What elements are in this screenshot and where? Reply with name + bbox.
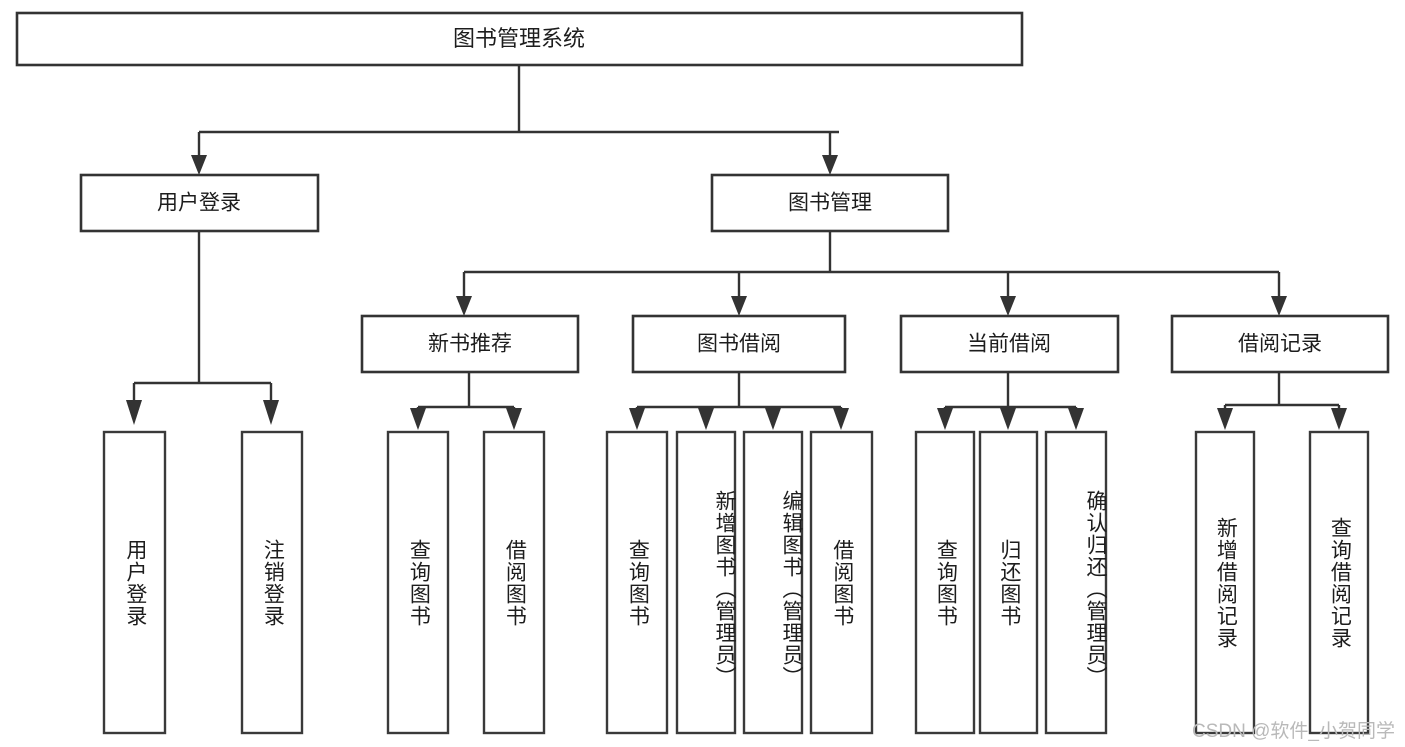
arrow-leaf-4 xyxy=(506,408,522,430)
label-leaf-borrow-book-1: 借阅图书 xyxy=(503,538,527,627)
arrow-leaf-11 xyxy=(1068,408,1084,430)
arrow-leaf-9 xyxy=(937,408,953,430)
label-leaf-user-login: 用户登录 xyxy=(123,538,147,627)
node-box-leaf-borrow-book-1[interactable] xyxy=(482,430,546,735)
node-box-leaf-user-login[interactable] xyxy=(102,430,167,735)
node-box-leaf-add-book[interactable] xyxy=(675,430,737,735)
node-box-book-manage[interactable] xyxy=(710,173,950,233)
arrow-leaf-13 xyxy=(1331,408,1347,430)
label-leaf-query-book-3: 查询图书 xyxy=(934,538,958,627)
arrow-leaf-7 xyxy=(765,408,781,430)
node-box-user-login[interactable] xyxy=(79,173,320,233)
connector-group-current-borrow-leaves xyxy=(937,372,1084,430)
arrow-leaf-1 xyxy=(126,400,142,425)
arrow-leaf-12 xyxy=(1217,408,1233,430)
arrow-to-borrow-record xyxy=(1271,296,1287,316)
label-book-borrow: 图书借阅 xyxy=(697,333,781,356)
connector-group-book-manage-to-level2 xyxy=(456,231,1287,316)
arrow-to-user-login xyxy=(191,155,207,175)
node-box-leaf-logout[interactable] xyxy=(240,430,304,735)
label-leaf-query-record: 查询借阅记录 xyxy=(1328,516,1352,649)
label-current-borrow: 当前借阅 xyxy=(967,333,1051,356)
label-user-login: 用户登录 xyxy=(157,192,241,215)
arrow-leaf-6 xyxy=(698,408,714,430)
arrow-leaf-2 xyxy=(263,400,279,425)
node-box-leaf-add-record[interactable] xyxy=(1194,430,1256,735)
label-leaf-add-record: 新增借阅记录 xyxy=(1214,516,1238,649)
label-leaf-query-book-1: 查询图书 xyxy=(407,538,431,627)
node-box-new-book-recommend[interactable] xyxy=(360,314,580,374)
arrow-to-book-manage xyxy=(822,155,838,175)
label-leaf-logout: 注销登录 xyxy=(261,538,285,627)
node-box-leaf-query-book-3[interactable] xyxy=(914,430,976,735)
label-book-manage: 图书管理 xyxy=(788,192,872,215)
arrow-leaf-5 xyxy=(629,408,645,430)
node-box-leaf-return-book[interactable] xyxy=(978,430,1039,735)
node-box-current-borrow[interactable] xyxy=(899,314,1120,374)
label-leaf-confirm-return: 确认归还（管理员） xyxy=(1084,489,1107,688)
arrow-leaf-8 xyxy=(833,408,849,430)
arrow-leaf-10 xyxy=(1000,408,1016,430)
node-box-leaf-edit-book[interactable] xyxy=(742,430,804,735)
label-leaf-edit-book: 编辑图书（管理员） xyxy=(780,489,803,688)
label-leaf-query-book-2: 查询图书 xyxy=(626,538,650,627)
csdn-watermark: CSDN @软件_小贺同学 xyxy=(1192,721,1395,742)
label-leaf-return-book: 归还图书 xyxy=(997,538,1021,627)
label-leaf-borrow-book-2: 借阅图书 xyxy=(830,538,854,627)
node-box-leaf-confirm-return[interactable] xyxy=(1044,430,1108,735)
label-new-book-recommend: 新书推荐 xyxy=(428,333,512,356)
label-leaf-add-book: 新增图书（管理员） xyxy=(713,489,736,688)
arrow-leaf-3 xyxy=(410,408,426,430)
connector-group-root-to-level1 xyxy=(191,66,839,175)
node-box-root[interactable] xyxy=(15,11,1024,67)
connector-group-user-login-leaves xyxy=(126,231,279,425)
connector-group-new-book-leaves xyxy=(410,372,522,430)
connector-group-book-borrow-leaves xyxy=(629,372,849,430)
arrow-to-current-borrow xyxy=(1000,296,1016,316)
node-box-borrow-record[interactable] xyxy=(1170,314,1390,374)
node-box-leaf-query-record[interactable] xyxy=(1308,430,1370,735)
label-borrow-record: 借阅记录 xyxy=(1238,333,1322,356)
arrow-to-new-book xyxy=(456,296,472,316)
node-box-leaf-borrow-book-2[interactable] xyxy=(809,430,874,735)
node-box-leaf-query-book-2[interactable] xyxy=(605,430,669,735)
connector-group-borrow-record-leaves xyxy=(1217,372,1347,430)
node-box-book-borrow[interactable] xyxy=(631,314,847,374)
arrow-to-book-borrow xyxy=(731,296,747,316)
label-root: 图书管理系统 xyxy=(453,26,585,51)
node-box-leaf-query-book-1[interactable] xyxy=(386,430,450,735)
